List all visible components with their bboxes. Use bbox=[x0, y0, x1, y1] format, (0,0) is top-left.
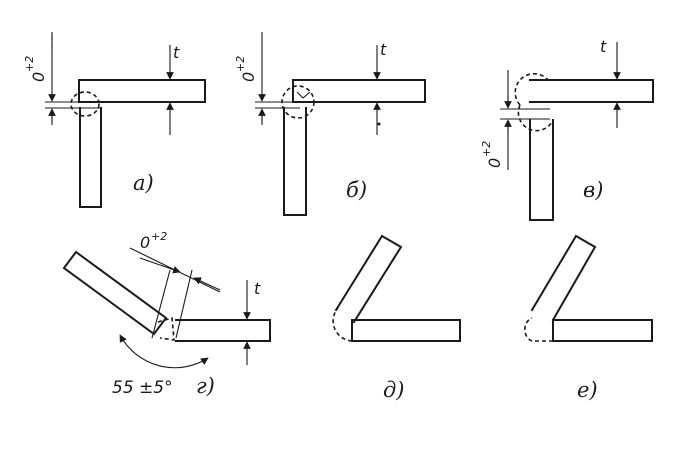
gap-tolerance: +2 bbox=[480, 141, 493, 157]
horizontal-plate bbox=[529, 79, 654, 103]
horizontal-plate bbox=[351, 319, 461, 342]
angle-arc bbox=[119, 334, 209, 369]
horizontal-plate bbox=[175, 319, 271, 342]
gap-tolerance: +2 bbox=[151, 230, 167, 243]
horizontal-plate bbox=[292, 79, 426, 103]
gap-dimension-lines bbox=[500, 70, 550, 170]
gap-dimension-lines bbox=[45, 32, 100, 125]
figure-b-caption: б) bbox=[346, 178, 367, 202]
gap-dimension-lines bbox=[129, 247, 221, 339]
gap-arrow-right bbox=[193, 277, 221, 291]
vertical-plate bbox=[529, 119, 554, 221]
thickness-extension-lines bbox=[240, 319, 270, 342]
horizontal-plate bbox=[552, 319, 653, 342]
inclined-plate bbox=[62, 250, 168, 336]
thickness-label: t bbox=[600, 37, 607, 56]
weld-outline bbox=[514, 72, 554, 132]
weld-outline bbox=[524, 317, 553, 342]
figure-g-angled-butt-joint: 0 +2 t 55 ±5° г) bbox=[62, 230, 271, 398]
figure-b-corner-joint-flanged: 0 +2 t б) bbox=[234, 32, 426, 216]
horizontal-plate bbox=[78, 79, 206, 103]
figure-a-corner-joint-square-gap: 0 +2 t а) bbox=[23, 32, 206, 208]
gap-label: 0 bbox=[140, 233, 150, 252]
figure-d-angled-joint-round-weld: д) bbox=[332, 234, 461, 402]
gap-label: 0 bbox=[239, 72, 258, 82]
weld-outline bbox=[332, 307, 353, 342]
inclined-plate bbox=[530, 234, 597, 322]
figure-v-caption: в) bbox=[583, 178, 603, 202]
thickness-label: t bbox=[380, 40, 387, 59]
figure-v-corner-joint-overlap: 0 +2 t в) bbox=[480, 37, 654, 221]
figure-e-angled-joint-bevel-weld: е) bbox=[524, 234, 653, 402]
gap-tolerance: +2 bbox=[234, 56, 247, 72]
gap-label: 0 bbox=[485, 158, 504, 168]
weld-outline bbox=[70, 91, 100, 117]
figure-e-caption: е) bbox=[577, 378, 598, 402]
angle-label: 55 ±5° bbox=[112, 378, 173, 398]
vertical-plate bbox=[283, 107, 307, 216]
thickness-label: t bbox=[173, 43, 180, 62]
thickness-label: t bbox=[254, 279, 261, 298]
weld-outline bbox=[157, 316, 175, 341]
figure-a-caption: а) bbox=[133, 171, 154, 195]
figure-d-caption: д) bbox=[383, 378, 405, 402]
inclined-plate bbox=[334, 234, 403, 324]
weld-bevel-mark bbox=[296, 91, 311, 99]
gap-tolerance: +2 bbox=[23, 56, 36, 72]
vertical-plate bbox=[79, 107, 102, 208]
dot-mark bbox=[377, 122, 381, 126]
figure-g-caption: г) bbox=[196, 374, 215, 398]
gap-arrow-left bbox=[139, 257, 181, 274]
gap-label: 0 bbox=[29, 72, 48, 82]
